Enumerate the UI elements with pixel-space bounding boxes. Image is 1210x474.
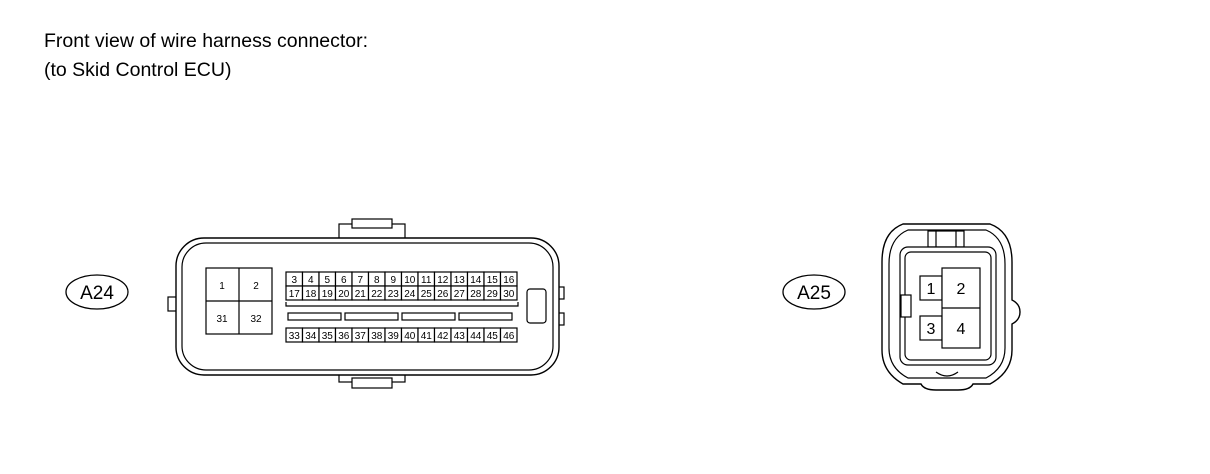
diagram-title: Front view of wire harness connector: bbox=[44, 30, 369, 52]
a24-pin: 4 bbox=[308, 275, 314, 286]
a24-pin: 42 bbox=[437, 331, 449, 342]
a24-label-text: A24 bbox=[80, 283, 114, 304]
a25-label: A25 bbox=[782, 274, 846, 310]
a24-pin: 8 bbox=[374, 275, 380, 286]
a24-pin: 39 bbox=[388, 331, 400, 342]
a24-connector bbox=[167, 218, 565, 389]
a24-pin-cell bbox=[499, 285, 518, 301]
a24-pin: 33 bbox=[289, 331, 301, 342]
a25-pin: 4 bbox=[957, 321, 966, 338]
a24-pin: 29 bbox=[487, 289, 499, 300]
a24-pin: 37 bbox=[355, 331, 367, 342]
a24-pin: 15 bbox=[487, 275, 499, 286]
a24-pin: 20 bbox=[338, 289, 350, 300]
a24-pin: 22 bbox=[371, 289, 383, 300]
a24-pin: 40 bbox=[404, 331, 416, 342]
a24-pin: 35 bbox=[322, 331, 334, 342]
a24-pin: 38 bbox=[371, 331, 383, 342]
a25-pin: 1 bbox=[927, 281, 936, 298]
a24-pin: 41 bbox=[421, 331, 433, 342]
a24-pin: 9 bbox=[390, 275, 396, 286]
a24-pin: 6 bbox=[341, 275, 347, 286]
a24-pin: 28 bbox=[470, 289, 482, 300]
a24-pin: 43 bbox=[454, 331, 466, 342]
a24-pin: 27 bbox=[454, 289, 466, 300]
a24-pin: 31 bbox=[216, 314, 228, 325]
a24-pin: 24 bbox=[404, 289, 416, 300]
a24-pin: 16 bbox=[503, 275, 515, 286]
a24-pin: 1 bbox=[219, 281, 225, 292]
a24-pin: 26 bbox=[437, 289, 449, 300]
a24-pin: 3 bbox=[291, 275, 297, 286]
a24-pin: 17 bbox=[289, 289, 301, 300]
a24-pin: 12 bbox=[437, 275, 449, 286]
a24-pin: 5 bbox=[324, 275, 330, 286]
a24-pin: 44 bbox=[470, 331, 482, 342]
a24-pin: 10 bbox=[404, 275, 416, 286]
a24-pin: 34 bbox=[305, 331, 317, 342]
a25-pin: 2 bbox=[957, 281, 966, 298]
a24-pin: 45 bbox=[487, 331, 499, 342]
diagram-subtitle: (to Skid Control ECU) bbox=[44, 59, 232, 81]
a24-pin: 14 bbox=[470, 275, 482, 286]
a24-pin: 18 bbox=[305, 289, 317, 300]
a24-pin: 36 bbox=[338, 331, 350, 342]
a24-pin: 2 bbox=[253, 281, 259, 292]
a24-pin: 46 bbox=[503, 331, 515, 342]
a24-pin: 23 bbox=[388, 289, 400, 300]
a24-pin: 7 bbox=[357, 275, 363, 286]
a25-label-text: A25 bbox=[797, 283, 831, 304]
a25-connector bbox=[881, 223, 1021, 391]
a24-pin: 21 bbox=[355, 289, 367, 300]
a24-pin: 25 bbox=[421, 289, 433, 300]
a24-pin: 13 bbox=[454, 275, 466, 286]
a24-pin: 19 bbox=[322, 289, 334, 300]
a24-pin-cell bbox=[499, 327, 518, 343]
a24-pin: 32 bbox=[250, 314, 262, 325]
a24-pin: 30 bbox=[503, 289, 515, 300]
a24-label: A24 bbox=[65, 274, 129, 310]
a25-pin: 3 bbox=[927, 321, 936, 338]
a24-pin: 11 bbox=[421, 275, 432, 286]
